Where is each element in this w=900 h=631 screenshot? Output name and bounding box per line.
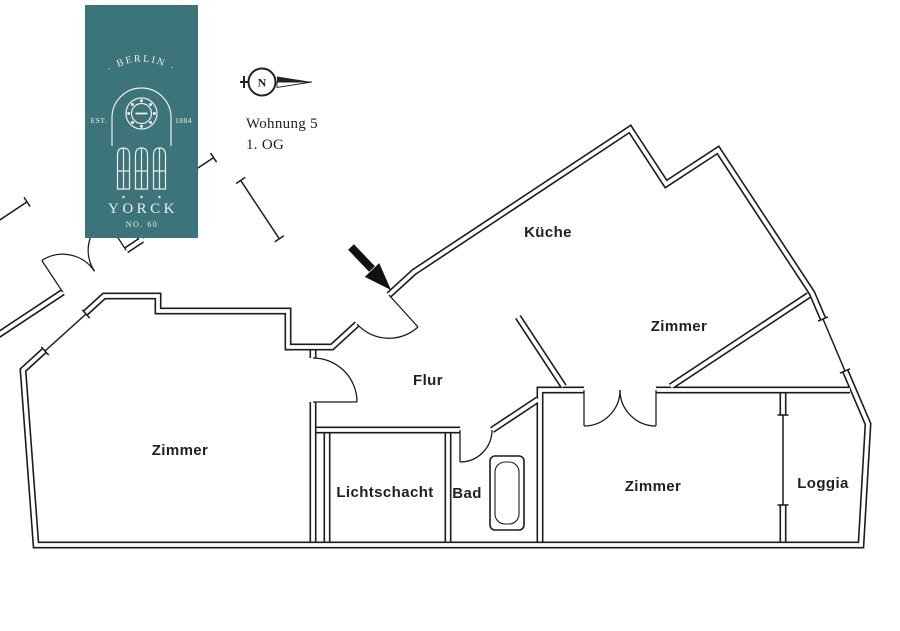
- title-block: Wohnung 5 1. OG: [246, 114, 318, 156]
- room-label-lichtschacht: Lichtschacht: [336, 484, 433, 501]
- entrance-arrow-icon: [348, 244, 391, 290]
- room-label-zimmer-top: Zimmer: [651, 318, 708, 335]
- compass-north-letter: N: [258, 76, 267, 90]
- interior-walls: [309, 292, 850, 542]
- north-compass-icon: N: [240, 67, 313, 97]
- bathtub: [489, 455, 525, 531]
- compass-ring: [247, 67, 277, 97]
- room-label-loggia: Loggia: [797, 475, 849, 492]
- room-label-kueche: Küche: [524, 224, 572, 241]
- outer-walls: [19, 124, 872, 549]
- logo-est-label: EST.: [91, 116, 108, 125]
- logo-badge: · BERLIN · EST. 1884 YORCK NO. 60: [85, 5, 198, 238]
- room-label-flur: Flur: [413, 372, 443, 389]
- compass-needle-dark: [277, 76, 312, 82]
- room-labels: Küche Zimmer Flur Zimmer Lichtschacht Ba…: [152, 224, 849, 502]
- room-label-bad: Bad: [452, 485, 482, 502]
- logo-year: 1884: [175, 116, 192, 125]
- windows: [40, 309, 851, 506]
- door-swings: [312, 357, 657, 463]
- logo-name: YORCK: [108, 201, 178, 217]
- room-label-zimmer-left: Zimmer: [152, 442, 209, 459]
- logo-window-ornament: [111, 87, 172, 199]
- title-line-1: Wohnung 5: [246, 116, 318, 132]
- compass-needle-light: [276, 81, 313, 89]
- room-label-zimmer-right: Zimmer: [625, 478, 682, 495]
- logo-background: [85, 5, 198, 238]
- entrance-door: [352, 290, 419, 339]
- logo-number: NO. 60: [126, 220, 159, 229]
- title-line-2: 1. OG: [246, 137, 285, 153]
